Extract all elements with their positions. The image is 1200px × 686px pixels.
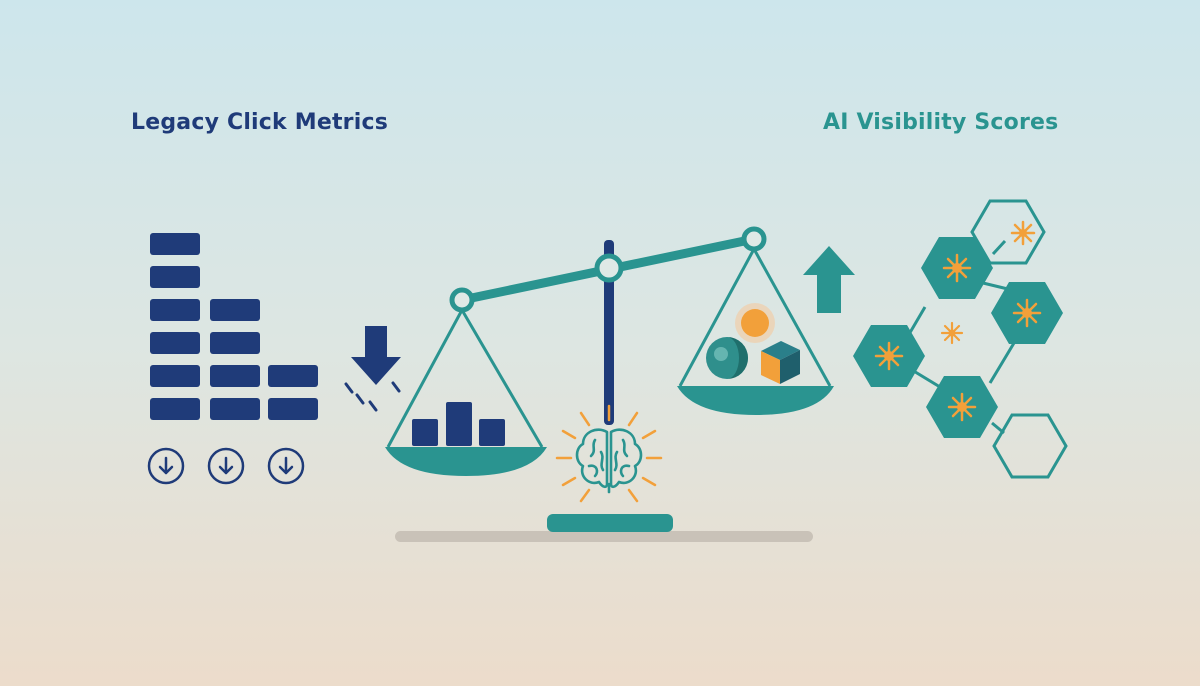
scale-left-pan bbox=[385, 447, 547, 476]
stacked-block-icon bbox=[210, 299, 260, 321]
orb-icon bbox=[735, 303, 775, 343]
scale-pillar bbox=[604, 240, 614, 425]
scale-right-hinge bbox=[741, 226, 767, 252]
stacked-block-icon bbox=[150, 398, 200, 420]
ai-visibility-scores-title: AI Visibility Scores bbox=[823, 110, 1059, 135]
stacked-block-icon bbox=[210, 332, 260, 354]
scale-base bbox=[547, 514, 673, 532]
stacked-block-icon bbox=[150, 299, 200, 321]
sphere-icon bbox=[706, 337, 748, 379]
brain-icon bbox=[555, 404, 663, 503]
scale-pivot bbox=[594, 253, 624, 283]
spark-icon bbox=[1012, 298, 1042, 328]
stacked-block-icon bbox=[150, 365, 200, 387]
hexagon-outline bbox=[992, 413, 1068, 479]
spark-icon bbox=[940, 321, 964, 345]
down-arrow-circle-icon bbox=[147, 447, 185, 485]
scale-left-hinge bbox=[449, 287, 475, 313]
stacked-block-icon bbox=[150, 332, 200, 354]
bar-chart-icon bbox=[412, 402, 505, 446]
down-arrow-icon bbox=[344, 326, 401, 412]
stacked-block-icon bbox=[150, 266, 200, 288]
cube-icon bbox=[761, 341, 800, 384]
spark-icon bbox=[874, 341, 904, 371]
stacked-block-icon bbox=[210, 398, 260, 420]
up-arrow-icon bbox=[803, 246, 855, 313]
balance-scale-icon bbox=[385, 226, 834, 542]
stacked-block-chart bbox=[150, 233, 318, 420]
stacked-block-icon bbox=[150, 233, 200, 255]
stacked-block-icon bbox=[268, 398, 318, 420]
spark-icon bbox=[947, 392, 977, 422]
down-arrow-circle-icon bbox=[207, 447, 245, 485]
stacked-block-icon bbox=[268, 365, 318, 387]
spark-icon bbox=[1010, 220, 1036, 246]
stacked-block-icon bbox=[210, 365, 260, 387]
scale-right-pan bbox=[677, 386, 834, 415]
spark-icon bbox=[942, 253, 972, 283]
scale-base-shadow bbox=[395, 531, 813, 542]
hexagon-network-icon bbox=[853, 199, 1068, 479]
down-arrow-circle-icon bbox=[267, 447, 305, 485]
legacy-click-metrics-title: Legacy Click Metrics bbox=[131, 110, 388, 135]
down-arrow-circle-row bbox=[147, 447, 305, 485]
hexagon-outline bbox=[970, 199, 1046, 265]
